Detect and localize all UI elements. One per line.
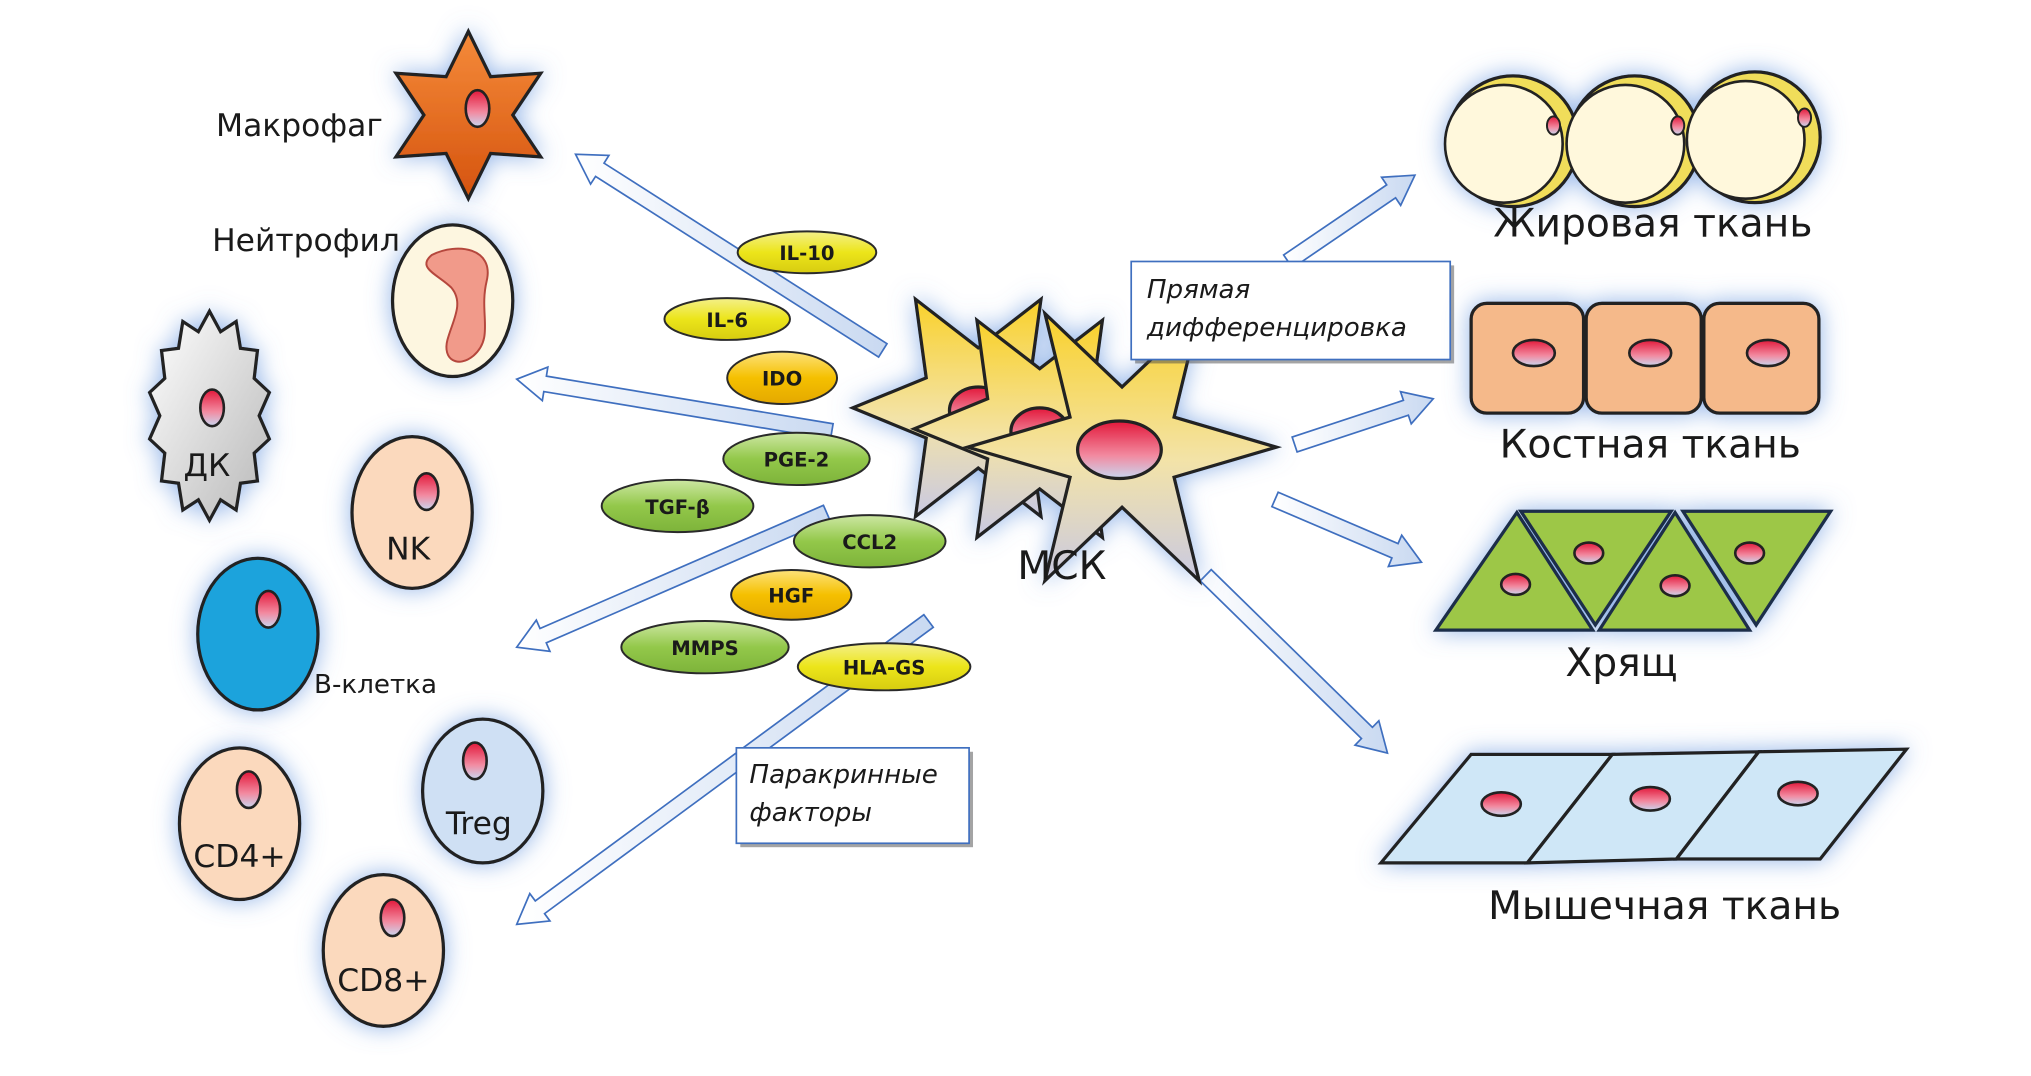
bone-tissue-label: Костная ткань: [1500, 423, 1801, 468]
factor-label: TGF-β: [645, 496, 709, 519]
nucleus-icon: [255, 589, 282, 629]
arrow-icon: [1291, 390, 1435, 454]
fat-tissue: [1443, 70, 1822, 209]
nucleus-icon: [464, 88, 491, 129]
bone-cell: [1469, 301, 1586, 415]
muscle-tissue: [1377, 747, 1910, 865]
factor-mmps: MMPS: [620, 620, 790, 675]
factor-label: PGE-2: [764, 449, 830, 472]
factor-il-6: IL-6: [663, 297, 791, 341]
nucleus-icon: [199, 388, 226, 428]
cd4-cell: [177, 746, 302, 902]
paracrine-box-line1: Паракринные: [749, 760, 937, 790]
factor-il-10: IL-10: [736, 230, 878, 275]
neutrophil-label: Нейтрофил: [212, 223, 400, 259]
muscle-tissue-label: Мышечная ткань: [1488, 884, 1841, 929]
differentiation-box-line1: Прямая: [1147, 275, 1250, 305]
cartilage-cell: [1596, 509, 1753, 632]
bone-tissue: [1469, 301, 1821, 415]
arrow-icon: [1199, 568, 1389, 755]
arrow-icon: [515, 365, 835, 441]
nucleus-icon: [1075, 419, 1163, 481]
cd8-label: CD8+: [337, 963, 429, 999]
cartilage-cell: [1679, 509, 1834, 628]
fat-cell: [1685, 70, 1822, 205]
cartilage-cell: [1432, 509, 1596, 632]
fat-tissue-label: Жировая ткань: [1493, 202, 1812, 247]
fat-cell: [1565, 74, 1702, 209]
nk-cell: [350, 435, 474, 590]
neutrophil-cell: [390, 223, 515, 379]
factor-label: IL-6: [706, 309, 748, 332]
factor-label: HGF: [768, 585, 814, 608]
factor-ido: IDO: [726, 350, 839, 405]
fat-cell: [1443, 74, 1580, 209]
b-cell-label: В-клетка: [314, 670, 437, 700]
paracrine-box-line2: факторы: [749, 798, 872, 828]
dendritic-cell: [147, 307, 272, 524]
paracrine-box: Паракринные факторы: [735, 746, 974, 848]
cartilage-label: Хрящ: [1565, 641, 1677, 686]
factor-label: IL-10: [779, 242, 834, 265]
factor-label: MMPS: [671, 637, 739, 660]
msc-cells: [848, 295, 1283, 586]
macrophage-label: Макрофаг: [216, 108, 383, 144]
factor-label: HLA-GS: [843, 657, 925, 680]
nucleus-icon: [461, 741, 488, 781]
factor-tgf-: TGF-β: [600, 478, 755, 534]
nucleus-icon: [235, 770, 262, 810]
cd8-cell: [321, 873, 446, 1028]
macrophage-cell: [392, 27, 544, 203]
factor-pge-2: PGE-2: [722, 431, 871, 487]
nucleus-icon: [379, 898, 406, 938]
arrow-icon: [574, 153, 889, 359]
differentiation-box: Прямая дифференцировка: [1130, 260, 1455, 364]
treg-cell: [420, 717, 545, 865]
arrow-icon: [515, 504, 831, 653]
factor-label: CCL2: [842, 531, 897, 554]
differentiation-box-line2: дифференцировка: [1146, 313, 1407, 343]
msc-label: МСК: [1017, 544, 1106, 589]
factor-ccl2: CCL2: [792, 514, 947, 569]
cartilage-cell: [1517, 509, 1675, 628]
factor-hla-gs: HLA-GS: [796, 642, 972, 692]
muscle-cell: [1673, 747, 1910, 861]
factor-label: IDO: [762, 368, 802, 391]
bone-cell: [1702, 301, 1821, 415]
dendritic-label: ДК: [183, 448, 230, 484]
arrow-icon: [1282, 174, 1417, 270]
cd4-label: CD4+: [193, 839, 285, 875]
paracrine-arrows: [515, 153, 935, 926]
msc-star-cell: [961, 308, 1283, 586]
nucleus-icon: [413, 471, 440, 512]
b-cell: [196, 556, 320, 712]
cartilage-tissue: [1432, 509, 1834, 632]
nk-label: NK: [386, 532, 431, 568]
arrow-icon: [1270, 491, 1423, 568]
differentiation-arrows: [1199, 174, 1435, 755]
treg-label: Treg: [445, 806, 512, 842]
bone-cell: [1584, 301, 1703, 415]
factor-hgf: HGF: [730, 569, 853, 621]
neutrophil-nucleus-icon: [425, 247, 489, 363]
